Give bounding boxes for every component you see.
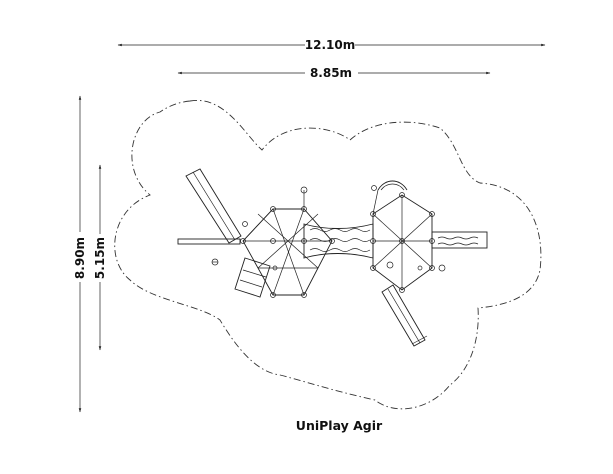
structure-width-label: 8.85m [310, 66, 352, 80]
left-slide [185, 168, 242, 244]
structure-width-dimension: 8.85m [177, 66, 491, 80]
right-top-roof [371, 180, 408, 215]
structure-depth-label: 5.15m [93, 237, 107, 279]
safety-zone-outline [114, 100, 542, 410]
product-title: UniPlay Agir [296, 418, 383, 433]
left-net-frame [240, 186, 335, 298]
right-net-frame [370, 192, 435, 293]
overall-depth-dimension: 8.90m [73, 95, 87, 413]
left-access-bar [177, 238, 241, 266]
overall-width-label: 12.10m [305, 38, 355, 52]
structure-depth-dimension: 5.15m [93, 164, 107, 351]
left-entry-ramp [234, 257, 271, 298]
overall-width-dimension: 12.10m [117, 38, 546, 52]
right-slide [381, 284, 428, 347]
overall-depth-label: 8.90m [73, 237, 87, 279]
right-climbing-bridge [431, 231, 488, 272]
